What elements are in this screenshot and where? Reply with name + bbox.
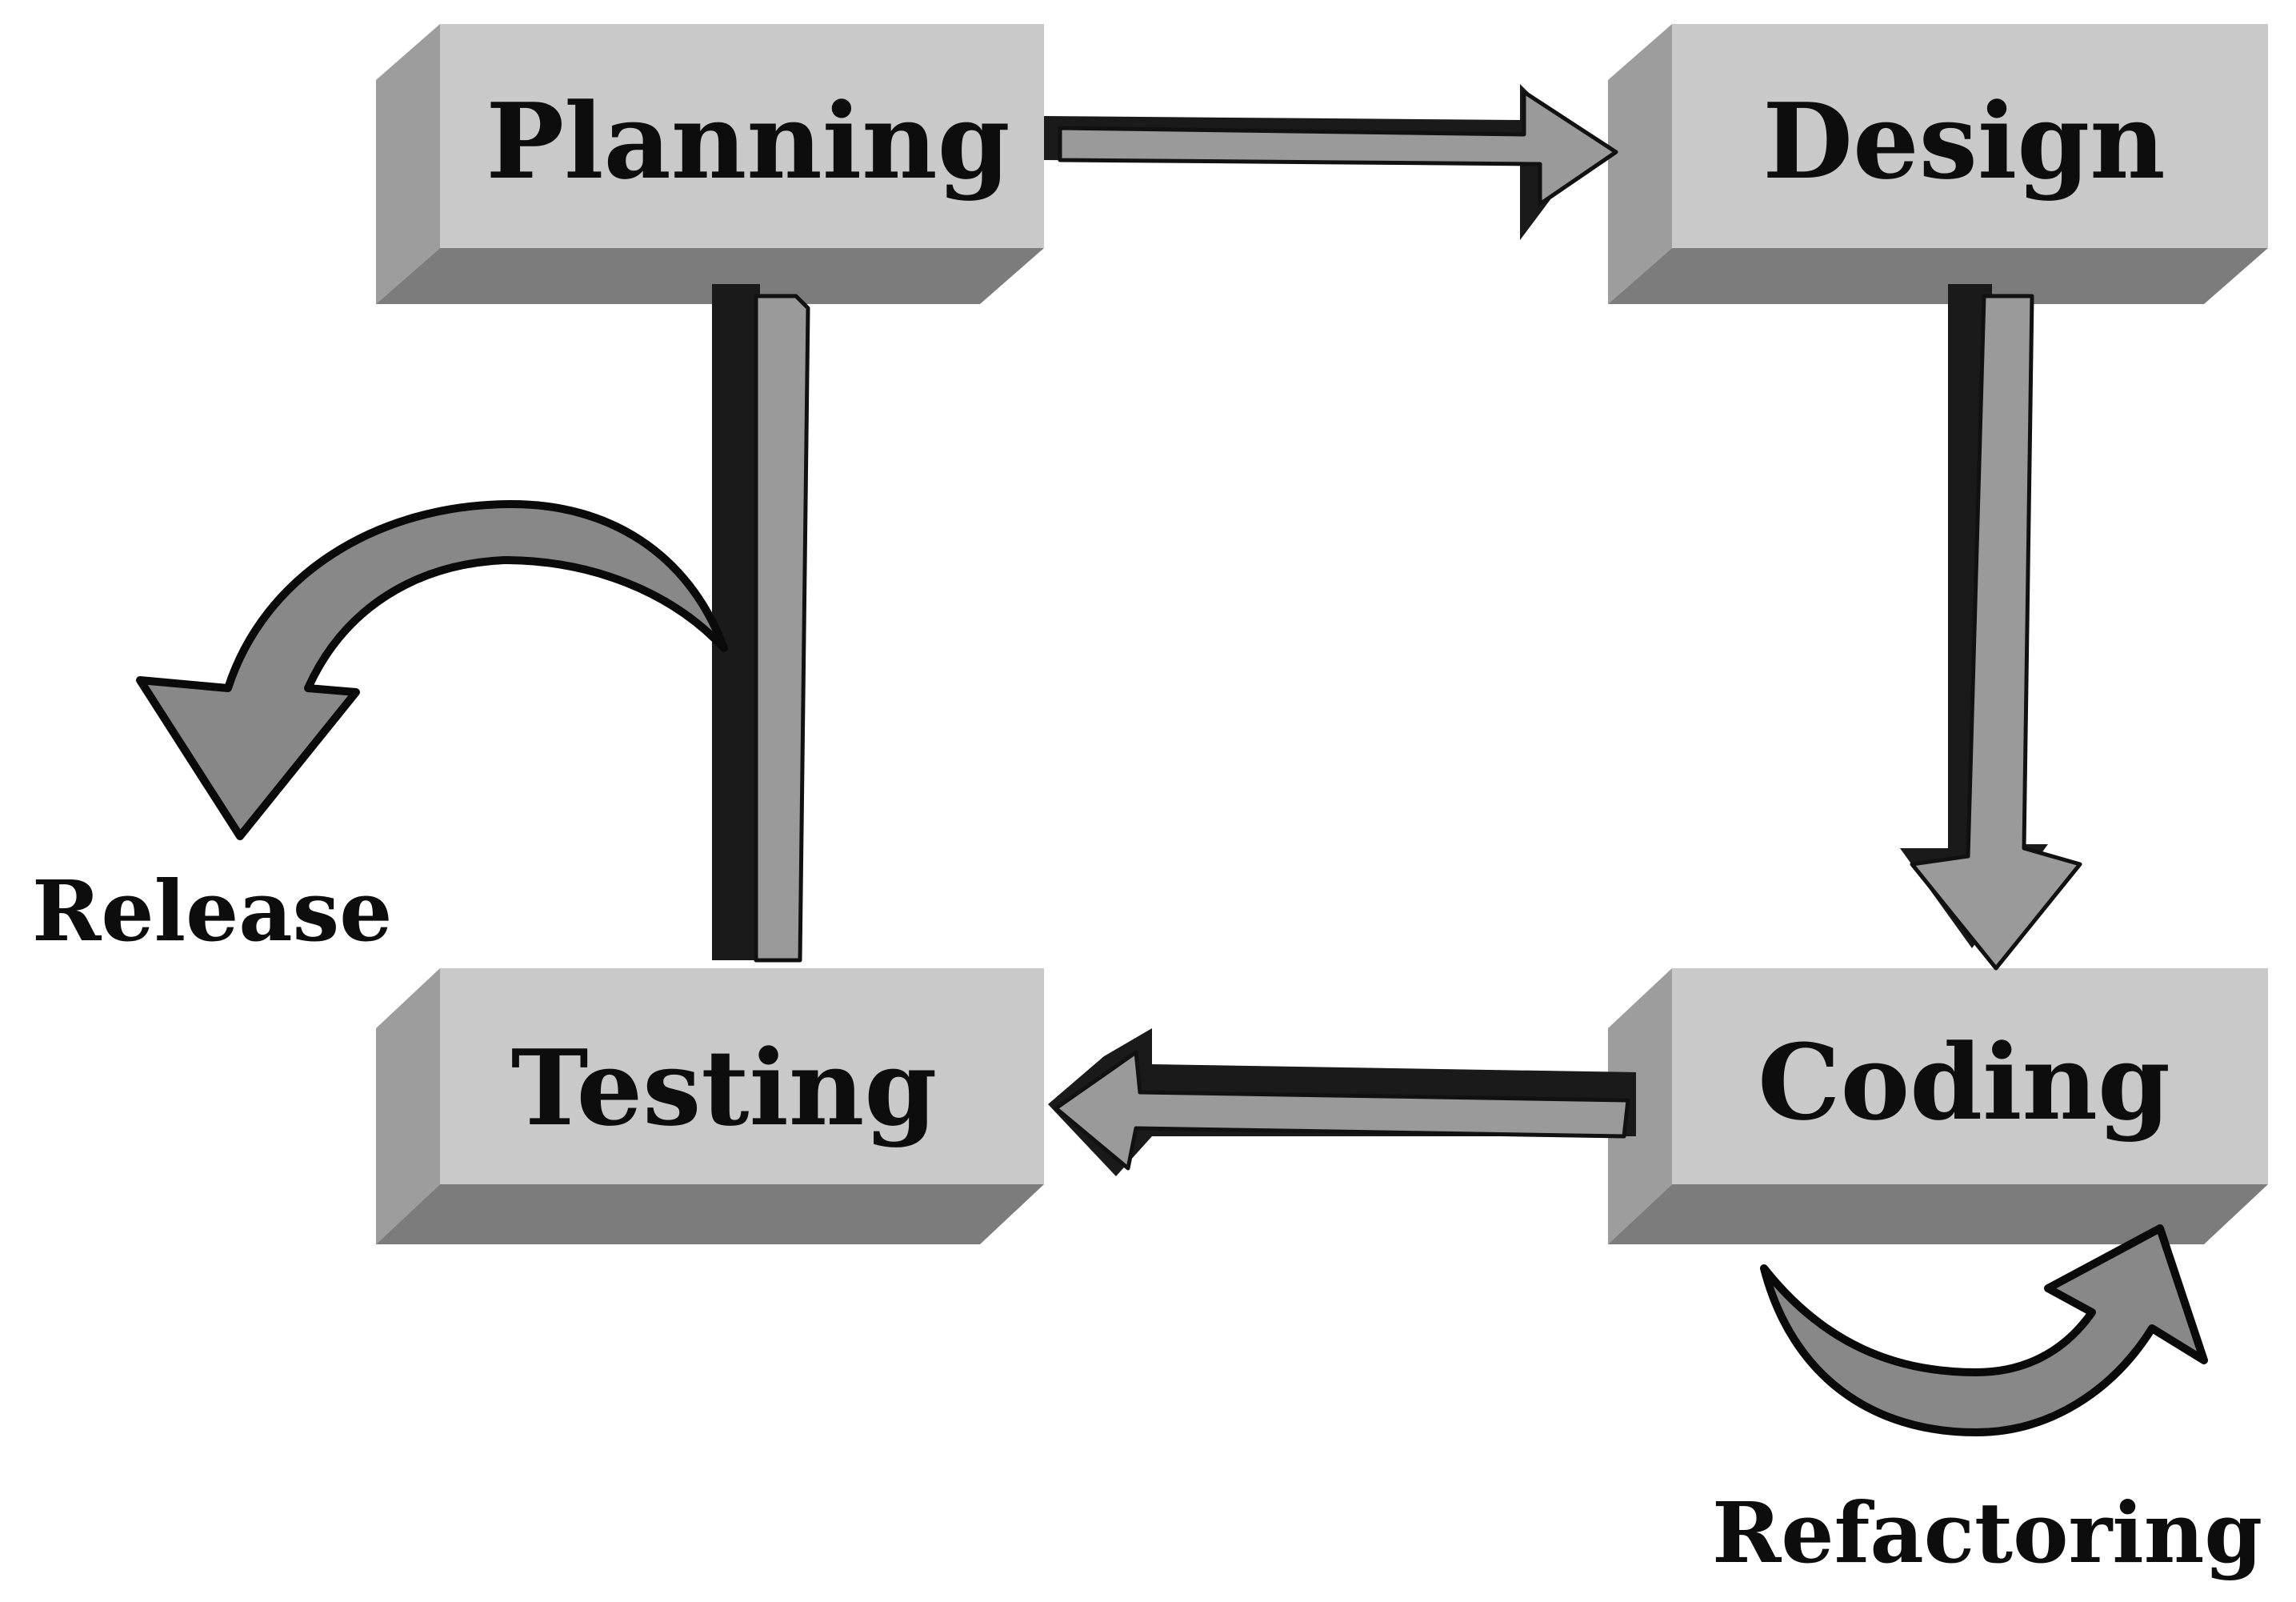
- arrow-planning-to-design: [1044, 84, 1618, 240]
- arrow-testing-to-planning: [712, 284, 810, 963]
- arrow-coding-to-testing: [1048, 1028, 1636, 1176]
- refactoring-label: Refactoring: [1712, 1484, 2262, 1582]
- arrow-design-to-coding: [1900, 284, 2082, 971]
- design-label: Design: [1762, 80, 2165, 202]
- planning-block: Planning: [376, 24, 1044, 304]
- testing-label: Testing: [511, 1027, 938, 1149]
- refactoring-arrow: [1760, 1224, 2208, 1436]
- coding-block: Coding: [1608, 968, 2268, 1244]
- release-label: Release: [32, 862, 392, 960]
- design-block: Design: [1608, 24, 2268, 304]
- testing-block: Testing: [376, 968, 1044, 1244]
- release-arrow: [136, 500, 728, 840]
- coding-label: Coding: [1758, 1021, 2170, 1143]
- planning-label: Planning: [486, 80, 1010, 202]
